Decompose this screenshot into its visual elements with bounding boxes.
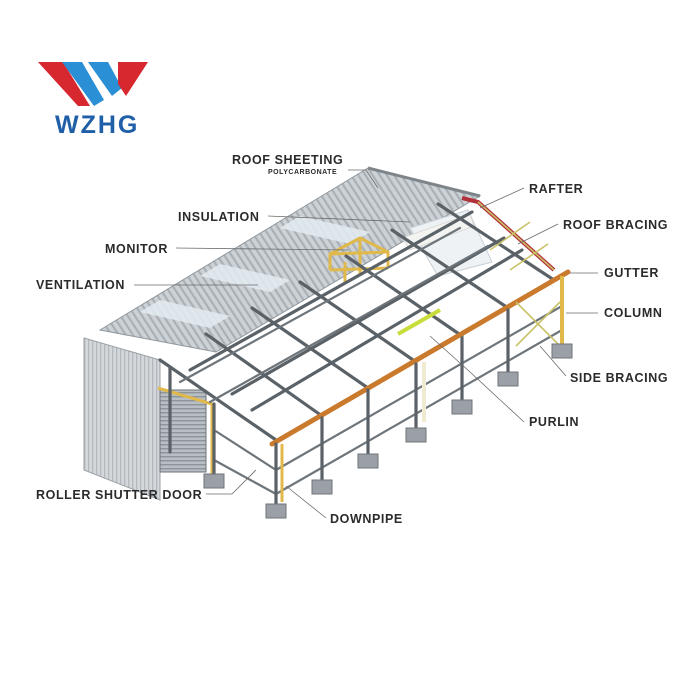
roller-shutter-door: [159, 389, 207, 473]
roof-bracing: [477, 201, 555, 271]
end-wall-cladding: [83, 337, 161, 501]
building: [83, 166, 573, 519]
label-roof-sheeting: ROOF SHEETING: [232, 153, 343, 167]
purlin-highlight: [397, 308, 441, 336]
polycarbonate-strip: [280, 216, 370, 244]
label-roller-shutter-door: ROLLER SHUTTER DOOR: [36, 488, 202, 502]
ridge-cap: [367, 166, 481, 198]
side-wall-girts: [212, 304, 564, 496]
label-roof-bracing: ROOF BRACING: [563, 218, 668, 232]
logo-blue-stroke: [62, 62, 104, 106]
label-monitor: MONITOR: [105, 242, 168, 256]
label-insulation: INSULATION: [178, 210, 259, 224]
purlin-grid: [158, 202, 556, 442]
label-ventilation: VENTILATION: [36, 278, 125, 292]
footing: [497, 371, 519, 387]
logo-red-stroke: [38, 62, 90, 106]
footings: [203, 343, 573, 519]
polycarbonate-strip: [200, 264, 290, 292]
label-polycarbonate: POLYCARBONATE: [268, 169, 337, 176]
label-rafter: RAFTER: [529, 182, 583, 196]
footing: [265, 503, 287, 519]
label-side-bracing: SIDE BRACING: [570, 371, 668, 385]
gutter: [269, 269, 571, 447]
footing: [551, 343, 573, 359]
footing: [405, 427, 427, 443]
footing: [451, 399, 473, 415]
label-gutter: GUTTER: [604, 266, 659, 280]
wzhg-logo: WZHG: [38, 62, 148, 139]
footing: [357, 453, 379, 469]
label-column: COLUMN: [604, 306, 662, 320]
footing: [203, 473, 225, 489]
callout-labels: ROOF SHEETING POLYCARBONATE INSULATION M…: [36, 153, 668, 526]
roof-sheeting-panel: [98, 167, 482, 353]
side-bracing: [515, 301, 561, 347]
logo-red-stroke-2: [118, 62, 148, 96]
footing: [311, 479, 333, 495]
leader-lines: [134, 169, 598, 519]
columns: [168, 276, 564, 508]
label-downpipe: DOWNPIPE: [330, 512, 403, 526]
polycarbonate-strip: [140, 300, 230, 328]
logo-blue-stroke-2: [88, 62, 122, 96]
label-purlin: PURLIN: [529, 415, 579, 429]
logo-text: WZHG: [55, 111, 139, 139]
